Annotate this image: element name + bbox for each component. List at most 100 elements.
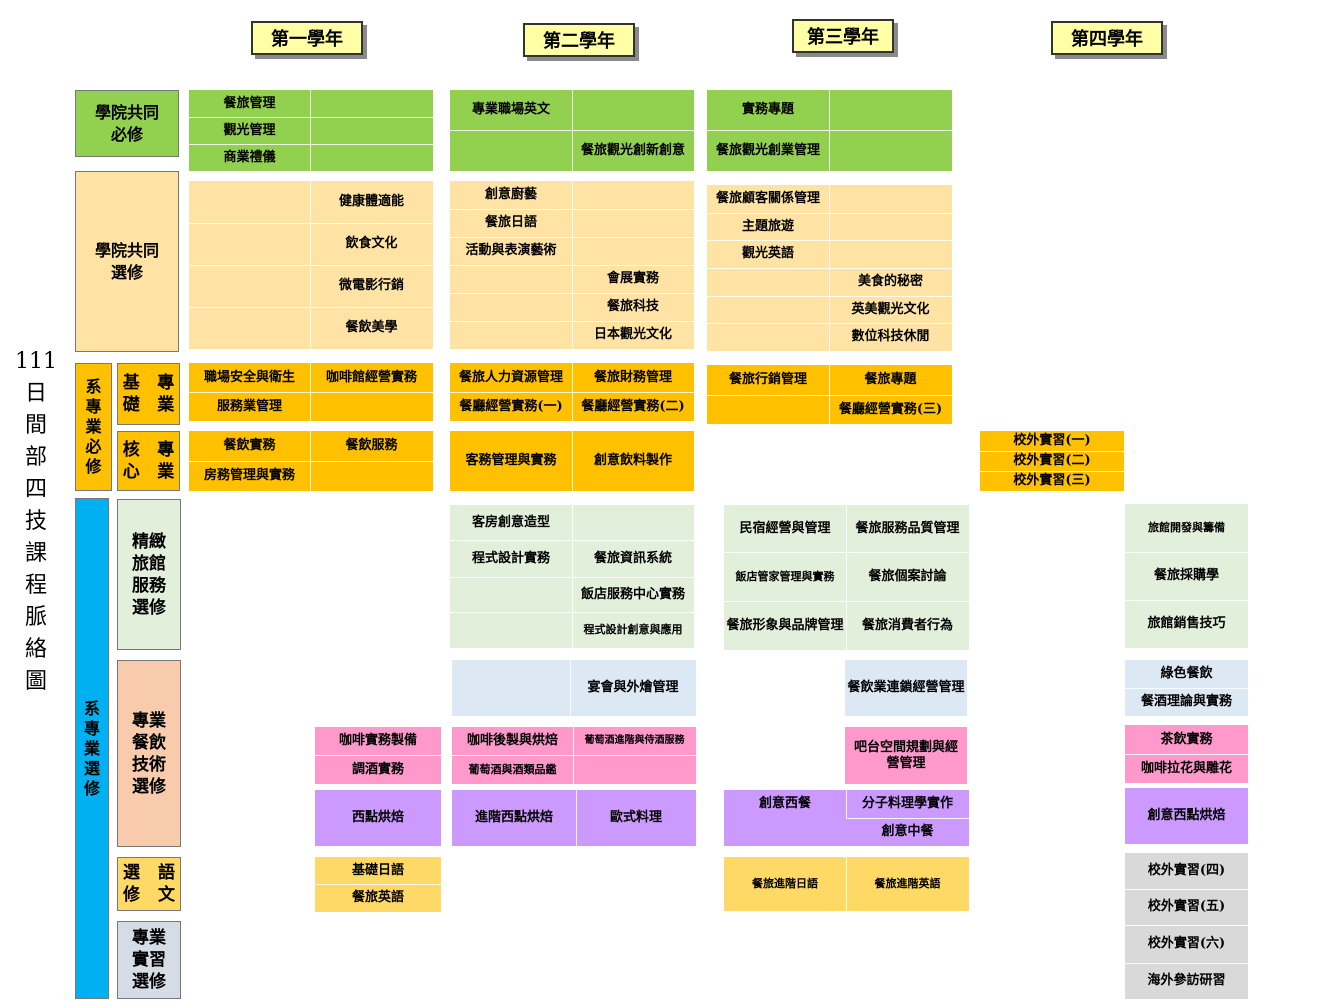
course: 餐旅行銷管理 [728,372,807,387]
course: 餐旅進階日語 [752,877,818,890]
course: 餐旅管理 [223,95,276,111]
year-header-3: 第三學年 [792,19,894,53]
course: 程式設計創意與應用 [583,623,683,636]
course: 餐飲服務 [345,438,398,453]
course: 餐廳經營實務(一) [459,398,563,414]
catering-purple-y3: 創意西餐 分子料理學實作 創意中餐 [724,790,969,846]
category-language: 語文 選修 [117,857,181,911]
course: 數位科技休閒 [851,329,930,344]
course: 創意廚藝 [484,187,537,202]
basic-y3: 餐旅行銷管理 餐旅專題 餐廳經營實務(三) [707,365,952,424]
course: 民宿經營與管理 [739,520,831,536]
college-elective-y3: 餐旅顧客關係管理 主題旅遊 觀光英語 美食的秘密 英美觀光文化 數位科技休閒 [707,185,952,351]
course: 程式設計實務 [471,550,550,566]
category-core: 專業 核心 [117,431,180,491]
course: 實務專題 [741,102,794,117]
course: 餐旅採購學 [1153,568,1219,583]
category-basic: 專業 基礎 [117,363,180,425]
course: 創意西點烘焙 [1147,808,1226,823]
course: 餐飲美學 [345,320,398,335]
college-elective-y2: 創意廚藝 餐旅日語 活動與表演藝術 會展實務 餐旅科技 日本觀光文化 [450,181,694,349]
catering-purple-y2: 進階西點烘焙 歐式料理 [452,790,696,846]
course: 飯店服務中心實務 [580,586,685,602]
course: 咖啡館經營實務 [325,369,417,385]
course: 餐旅顧客關係管理 [715,191,820,206]
category-internship: 專業 實習 選修 [117,921,181,999]
catering-blue-y4: 綠色餐飲 餐酒理論與實務 [1125,660,1248,716]
course: 旅館開發與籌備 [1148,521,1225,534]
title-char: 技 [24,509,47,534]
catering-purple-y4: 創意西點烘焙 [1125,788,1248,844]
course: 餐旅觀光創業管理 [715,142,820,158]
course: 美食的秘密 [857,274,923,289]
course: 活動與表演藝術 [465,243,557,258]
category-college-elective: 學院共同選修 [75,171,179,352]
course: 校外實習(二) [1013,453,1091,468]
course: 職場安全與衛生 [203,369,295,385]
catering-pink-y3: 吧台空間規劃與經營管理 [845,727,967,784]
course: 餐旅日語 [484,215,537,230]
course: 葡萄酒與酒類品鑑 [468,762,557,776]
course: 餐酒理論與實務 [1140,694,1232,709]
course: 商業禮儀 [223,149,276,165]
course: 客房創意造型 [471,514,550,530]
course: 創意中餐 [881,824,934,839]
title-char: 圖 [24,669,47,694]
basic-y2: 餐旅人力資源管理 餐旅財務管理 餐廳經營實務(一) 餐廳經營實務(二) [450,363,694,421]
course: 餐旅形象與品牌管理 [726,617,844,633]
course: 餐旅消費者行為 [861,617,953,633]
category-catering: 專業 餐飲 技術 選修 [117,660,181,847]
year-header-1: 第一學年 [251,21,363,55]
hotel-y3: 民宿經營與管理 餐旅服務品質管理 飯店管家管理與實務 餐旅個案討論 餐旅形象與品… [724,505,969,650]
course: 綠色餐飲 [1160,666,1213,681]
course: 校外實習(六) [1147,936,1226,951]
course: 校外實習(一) [1013,433,1091,448]
course: 餐旅財務管理 [593,369,672,385]
course: 餐旅服務品質管理 [855,520,960,536]
title-char: 脈 [24,605,47,630]
catering-blue-y2: 宴會與外燴管理 [452,660,696,716]
course: 觀光英語 [741,246,794,261]
title-char: 日 [24,381,47,406]
course: 咖啡後製與烘焙 [466,733,558,748]
core-y1: 餐飲實務 餐飲服務 房務管理與實務 [189,431,433,491]
course: 分子料理學實作 [861,796,953,811]
course: 飲食文化 [345,236,398,251]
college-required-y3: 實務專題 餐旅觀光創業管理 [707,90,952,171]
title-char: 四 [24,477,47,502]
title-char: 程 [24,573,47,598]
course: 主題旅遊 [741,218,794,234]
course: 校外實習(五) [1147,899,1226,914]
language-y1: 基礎日語 餐旅英語 [315,857,441,912]
course: 英美觀光文化 [851,301,930,317]
course: 日本觀光文化 [593,327,672,342]
category-dept-required: 系 專 業 必 修 [75,363,112,491]
title-char: 間 [24,413,47,438]
catering-pink-y2: 咖啡後製與烘焙 葡萄酒進階與侍酒服務 葡萄酒與酒類品鑑 [452,727,696,784]
course: 會展實務 [606,271,659,286]
course: 創意飲料製作 [593,453,672,468]
course: 客務管理與實務 [465,453,557,468]
course: 宴會與外燴管理 [587,680,679,695]
category-dept-elective: 系 專 業 選 修 [75,498,109,999]
college-elective-y1: 健康體適能 飲食文化 微電影行銷 餐飲美學 [189,181,433,349]
course: 創意西餐 [758,796,811,811]
title-char: 111 [15,349,57,374]
course: 餐旅科技 [606,299,659,314]
course: 餐飲業連鎖經營管理 [847,680,965,695]
course: 進階西點烘焙 [474,810,553,825]
course: 餐旅資訊系統 [593,550,672,566]
course: 餐飲實務 [223,438,276,453]
basic-y1: 職場安全與衛生 咖啡館經營實務 服務業管理 [189,363,433,421]
course: 校外實習(四) [1147,863,1226,878]
course: 咖啡實務製備 [338,733,417,748]
course: 咖啡拉花與雕花 [1140,760,1232,776]
course: 海外參訪研習 [1147,973,1226,988]
year-header-4: 第四學年 [1051,21,1163,55]
core-y2: 客務管理與實務 創意飲料製作 [450,431,694,491]
course: 調酒實務 [351,761,404,777]
catering-purple-y1: 西點烘焙 [315,790,441,846]
title-char: 部 [24,445,47,470]
category-hotel: 精緻 旅館 服務 選修 [117,499,181,650]
course: 茶飲實務 [1160,731,1213,747]
